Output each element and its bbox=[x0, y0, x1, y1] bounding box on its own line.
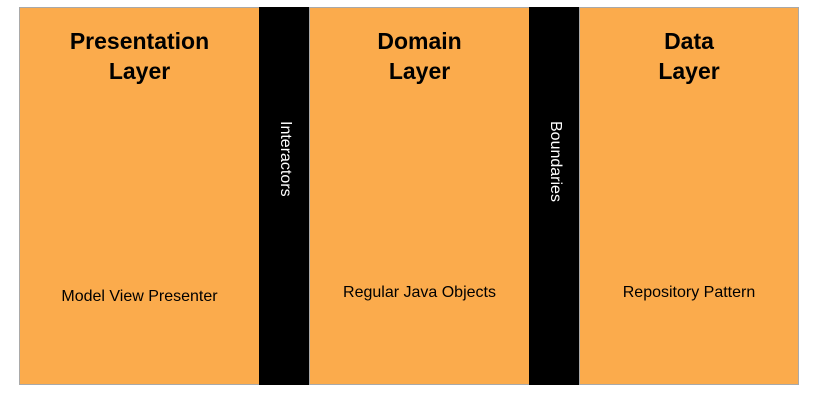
interactors-label: Interactors bbox=[276, 121, 294, 197]
presentation-layer-box: Presentation Layer Model View Presenter bbox=[19, 7, 260, 385]
data-layer-box: Data Layer Repository Pattern bbox=[579, 7, 799, 385]
domain-layer-title: Domain Layer bbox=[377, 28, 462, 84]
domain-layer-subtitle: Regular Java Objects bbox=[343, 284, 496, 301]
interactors-connector: Interactors bbox=[259, 7, 310, 385]
presentation-layer-title: Presentation Layer bbox=[69, 28, 210, 84]
data-layer-title: Data Layer bbox=[658, 28, 720, 84]
boundaries-connector: Boundaries bbox=[529, 7, 580, 385]
domain-layer-box: Domain Layer Regular Java Objects bbox=[309, 7, 530, 385]
boundaries-label: Boundaries bbox=[546, 121, 564, 202]
presentation-layer-subtitle: Model View Presenter bbox=[61, 288, 218, 305]
data-layer-subtitle: Repository Pattern bbox=[622, 284, 756, 301]
